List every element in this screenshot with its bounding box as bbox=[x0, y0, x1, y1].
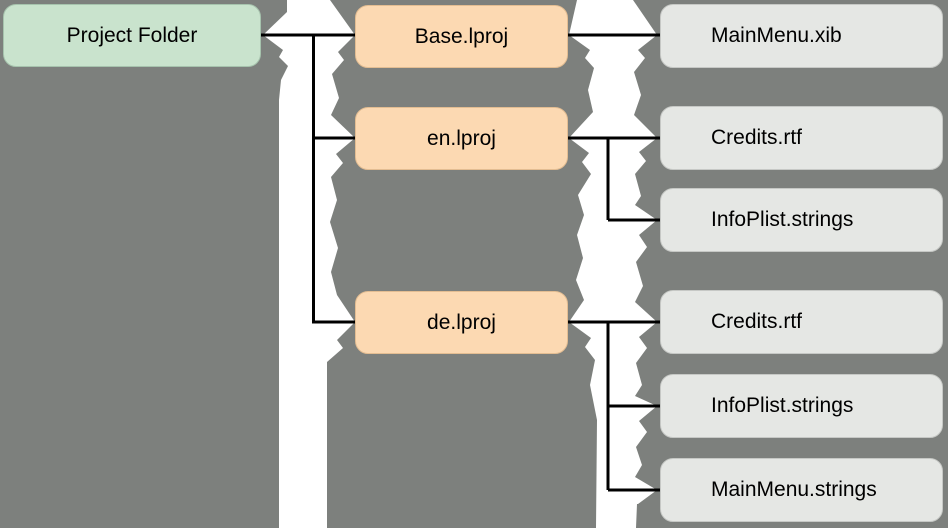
node-en-infoplist-strings: InfoPlist.strings bbox=[660, 188, 943, 252]
node-en-lproj: en.lproj bbox=[355, 107, 568, 170]
node-en-credits-rtf: Credits.rtf bbox=[660, 106, 943, 170]
torn-ribbon-left bbox=[263, 0, 355, 528]
node-de-mainmenu-strings: MainMenu.strings bbox=[660, 458, 943, 522]
node-project-folder: Project Folder bbox=[3, 4, 261, 67]
torn-ribbon-right bbox=[569, 0, 657, 528]
node-mainmenu-xib: MainMenu.xib bbox=[660, 4, 943, 68]
node-de-credits-rtf: Credits.rtf bbox=[660, 290, 943, 354]
node-de-lproj: de.lproj bbox=[355, 291, 568, 354]
node-de-infoplist-strings: InfoPlist.strings bbox=[660, 374, 943, 438]
connector-lines bbox=[261, 33, 661, 492]
node-base-lproj: Base.lproj bbox=[355, 5, 568, 68]
